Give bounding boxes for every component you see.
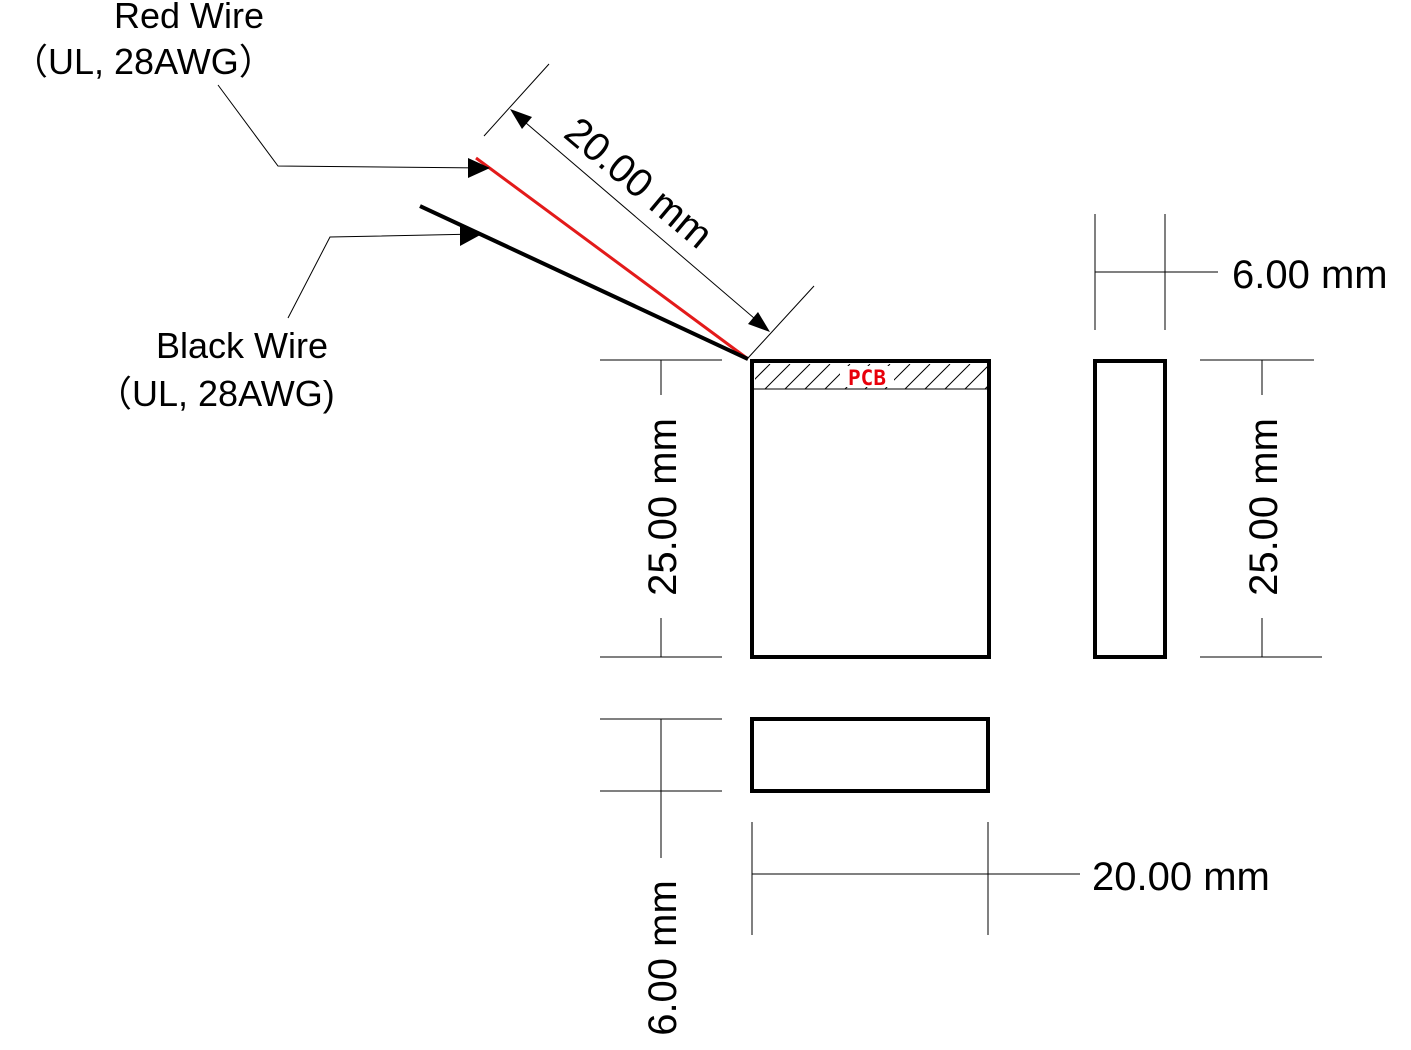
front-view-outline [750,359,991,659]
red-wire-leader [217,84,487,169]
black-wire-leader [287,233,479,319]
black-wire-leader-arrow-icon [460,224,482,246]
side-view-outline [1093,359,1167,659]
wire-dim-arrow-bottom-icon [748,312,770,332]
pcb-label: PCB [848,366,886,390]
wire-dim-arrow-top-icon [510,109,532,129]
red-wire-spec: （UL, 28AWG） [12,41,275,82]
side-height-label: 25.00 mm [1242,418,1286,596]
pcb-label-backdrop [840,366,894,387]
front-height-label: 25.00 mm [641,418,685,596]
red-wire-leader-arrow-icon [468,158,490,178]
side-thickness-label: 6.00 mm [1232,253,1388,297]
bottom-width-label: 20.00 mm [1092,855,1270,899]
bottom-thickness-label: 6.00 mm [641,880,685,1036]
black-wire-spec: （UL, 28AWG) [96,373,335,414]
wire-dim-line [511,110,769,331]
wire-dim-extension-top [483,63,550,137]
wire-dim-extension-bottom [747,285,815,359]
red-wire [475,156,749,361]
black-wire-name: Black Wire [156,325,328,366]
bottom-view-outline [750,717,990,793]
red-wire-name: Red Wire [114,0,264,36]
